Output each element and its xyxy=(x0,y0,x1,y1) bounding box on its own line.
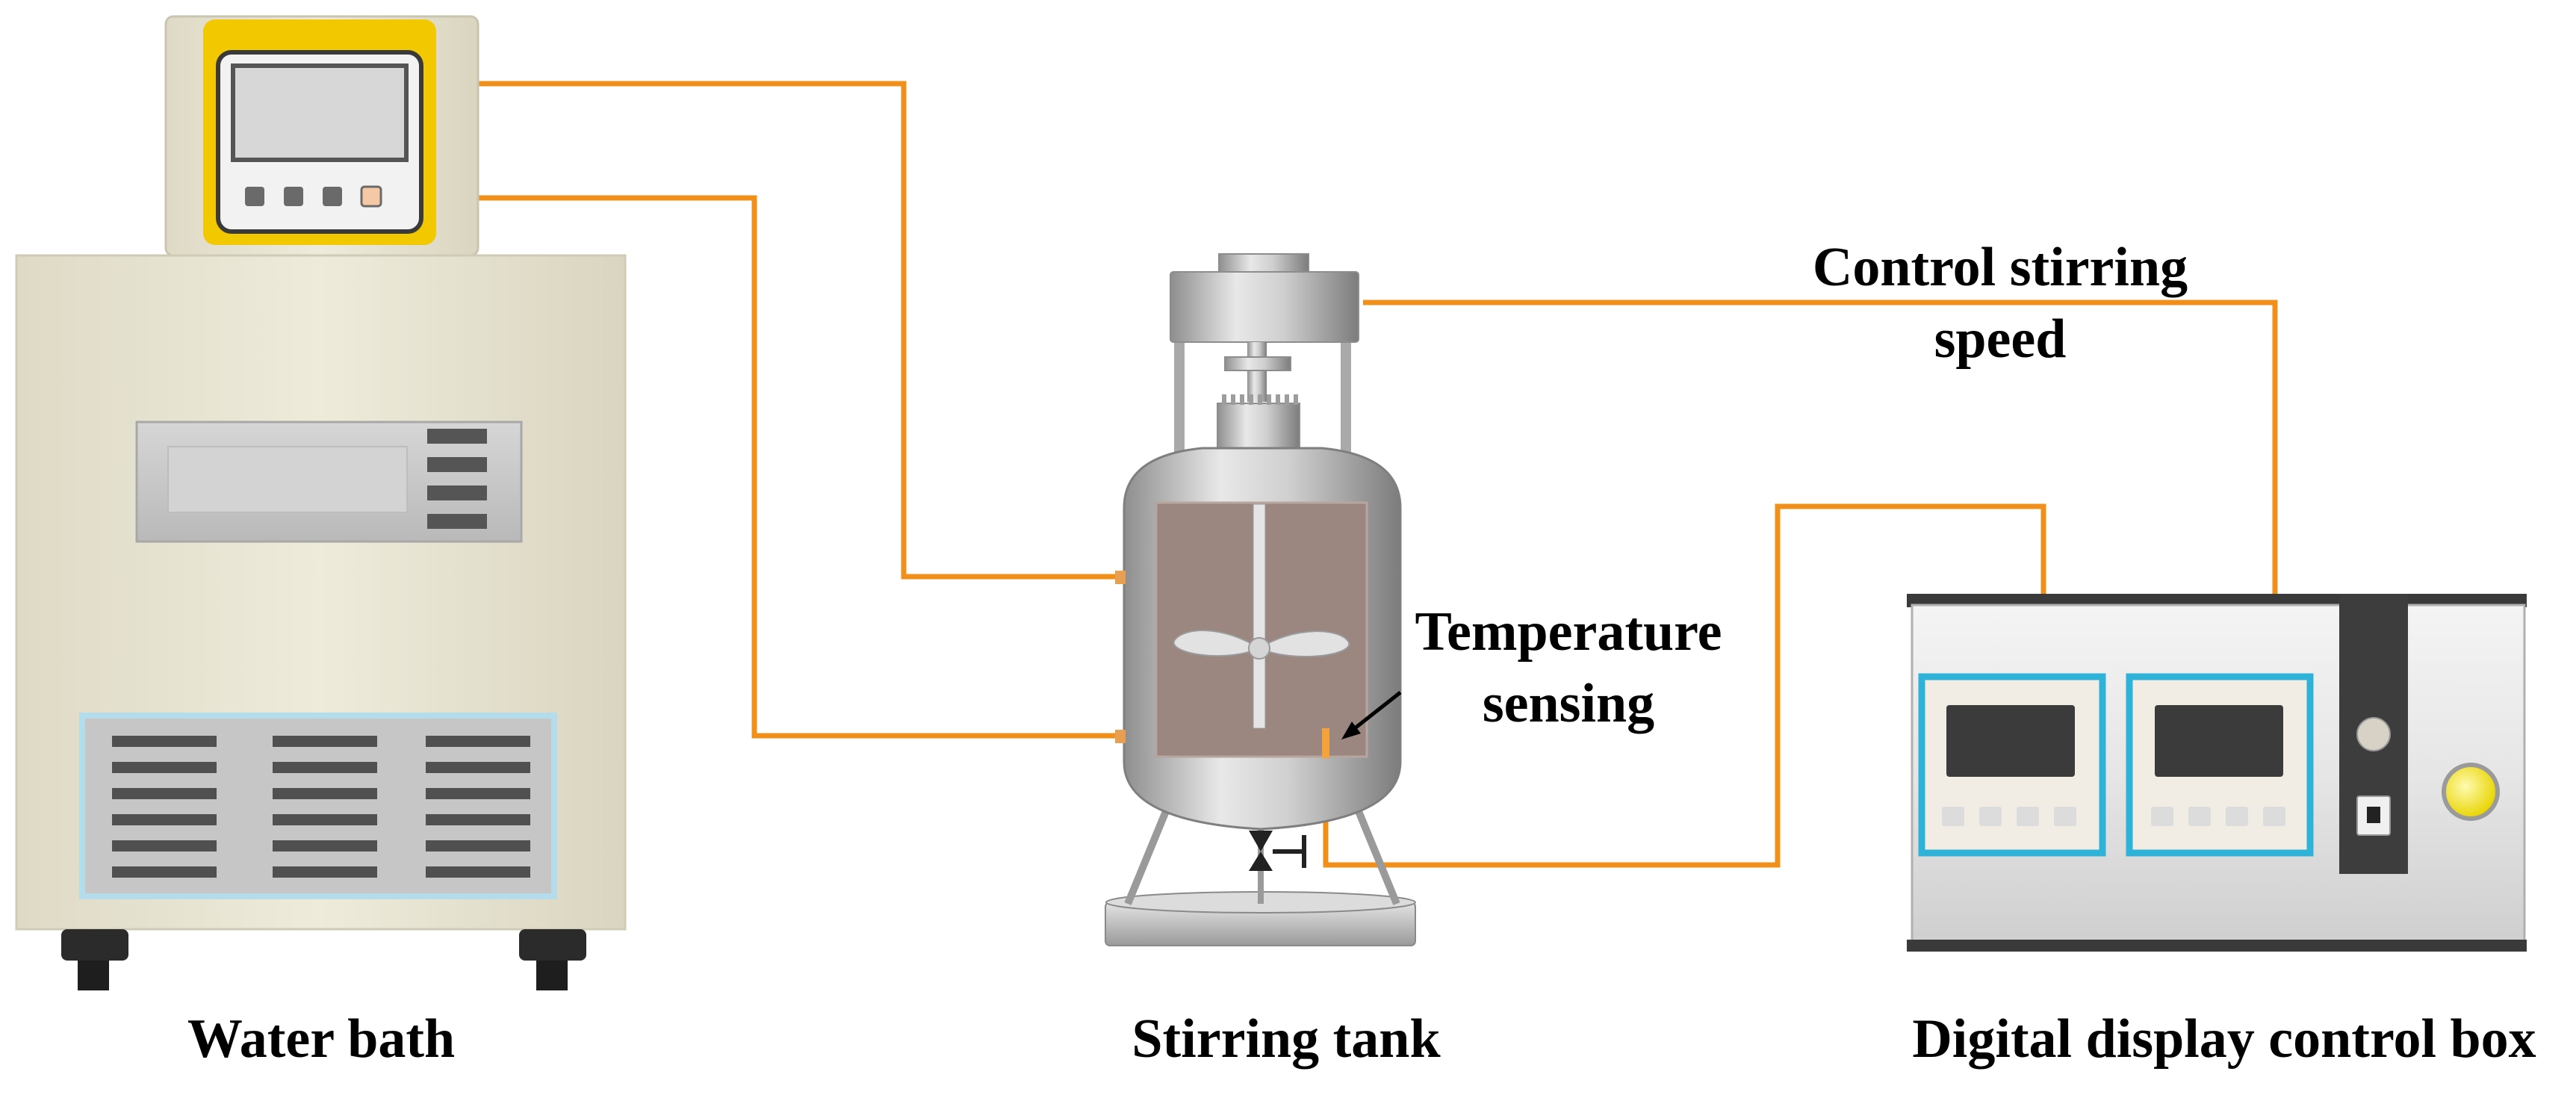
stirring-speed-label-line-2: speed xyxy=(1934,308,2067,370)
water-bath-label: Water bath xyxy=(187,1008,455,1070)
display-key xyxy=(2226,807,2248,826)
tank-inlet-upper xyxy=(1115,571,1126,584)
display-key xyxy=(2054,807,2076,826)
temperature-display-screen xyxy=(1946,705,2075,777)
wire-temperature xyxy=(1323,503,2046,868)
tank-gear-teeth xyxy=(1222,394,1298,405)
water-bath-wheel-left xyxy=(61,929,128,990)
display-key xyxy=(1979,807,2002,826)
stirring-tank xyxy=(1105,253,1416,946)
vent-slot xyxy=(273,840,377,852)
vent-slot xyxy=(273,814,377,825)
speed-display-screen xyxy=(2155,705,2283,777)
vent-slot xyxy=(273,736,377,747)
vent-slot xyxy=(426,788,530,799)
arrow-pointer-icon xyxy=(1341,691,1402,739)
tank-inner-shaft xyxy=(1253,503,1266,729)
water-bath-wheel-right xyxy=(519,929,586,990)
temperature-label-line-2: sensing xyxy=(1483,673,1654,734)
gear-tooth xyxy=(1276,394,1280,405)
water-bath-button-4 xyxy=(360,185,382,208)
water-bath-panel-key-4 xyxy=(427,514,487,529)
gear-tooth xyxy=(1267,394,1271,405)
wire-bath-upper xyxy=(478,81,1124,580)
gear-tooth xyxy=(1222,394,1226,405)
vent-slot xyxy=(273,762,377,773)
tank-gear-housing xyxy=(1217,403,1300,456)
water-bath-vent-slots xyxy=(112,736,530,878)
water-bath xyxy=(15,15,627,990)
tank-inlet-lower xyxy=(1115,730,1126,743)
valve-icon xyxy=(1249,831,1306,871)
tank-motor-head xyxy=(1170,271,1359,343)
vent-slot xyxy=(273,866,377,878)
temperature-probe xyxy=(1322,728,1329,758)
wire-stirring-speed xyxy=(1363,300,2278,598)
control-box-label: Digital display control box xyxy=(1912,1008,2536,1070)
vent-slot xyxy=(112,814,217,825)
speed-display-keys xyxy=(2151,807,2285,826)
tank-shaft-upper xyxy=(1247,342,1267,402)
control-box-switch-lever xyxy=(2367,807,2380,823)
temperature-label-line-1: Temperature xyxy=(1415,601,1722,663)
water-bath-panel-key-1 xyxy=(427,429,487,444)
temperature-display-keys xyxy=(1942,807,2076,826)
display-key xyxy=(2188,807,2211,826)
control-box-bottom-rail xyxy=(1907,940,2527,952)
stirring-tank-label: Stirring tank xyxy=(1132,1008,1441,1070)
water-bath-panel-key-2 xyxy=(427,457,487,472)
vent-slot xyxy=(273,788,377,799)
water-bath-display-window xyxy=(167,446,408,513)
gear-tooth xyxy=(1240,394,1244,405)
control-box-knob xyxy=(2356,717,2391,751)
vent-slot xyxy=(426,840,530,852)
control-box-indicator-light xyxy=(2442,763,2500,821)
gear-tooth xyxy=(1258,394,1262,405)
stirring-speed-label-line-1: Control stirring xyxy=(1813,237,2188,298)
water-bath-button-3 xyxy=(323,187,342,206)
gear-tooth xyxy=(1249,394,1253,405)
vent-slot xyxy=(112,736,217,747)
vent-slot xyxy=(112,762,217,773)
vent-slot xyxy=(426,866,530,878)
water-bath-panel-key-3 xyxy=(427,486,487,500)
vent-slot xyxy=(426,762,530,773)
gear-tooth xyxy=(1294,394,1298,405)
tank-coupling xyxy=(1224,356,1291,371)
connection-wires xyxy=(478,81,2278,868)
water-bath-controller-screen xyxy=(231,63,409,162)
digital-display-control-box xyxy=(1907,594,2527,952)
vent-slot xyxy=(426,736,530,747)
gear-tooth xyxy=(1231,394,1235,405)
display-key xyxy=(2017,807,2039,826)
vent-slot xyxy=(112,866,217,878)
vent-slot xyxy=(112,840,217,852)
water-bath-button-2 xyxy=(284,187,303,206)
gear-tooth xyxy=(1285,394,1289,405)
wire-bath-lower xyxy=(478,195,1124,739)
display-key xyxy=(2151,807,2173,826)
vent-slot xyxy=(112,788,217,799)
display-key xyxy=(1942,807,1964,826)
tank-impeller xyxy=(1173,630,1350,660)
display-key xyxy=(2263,807,2285,826)
water-bath-button-1 xyxy=(245,187,264,206)
vent-slot xyxy=(426,814,530,825)
